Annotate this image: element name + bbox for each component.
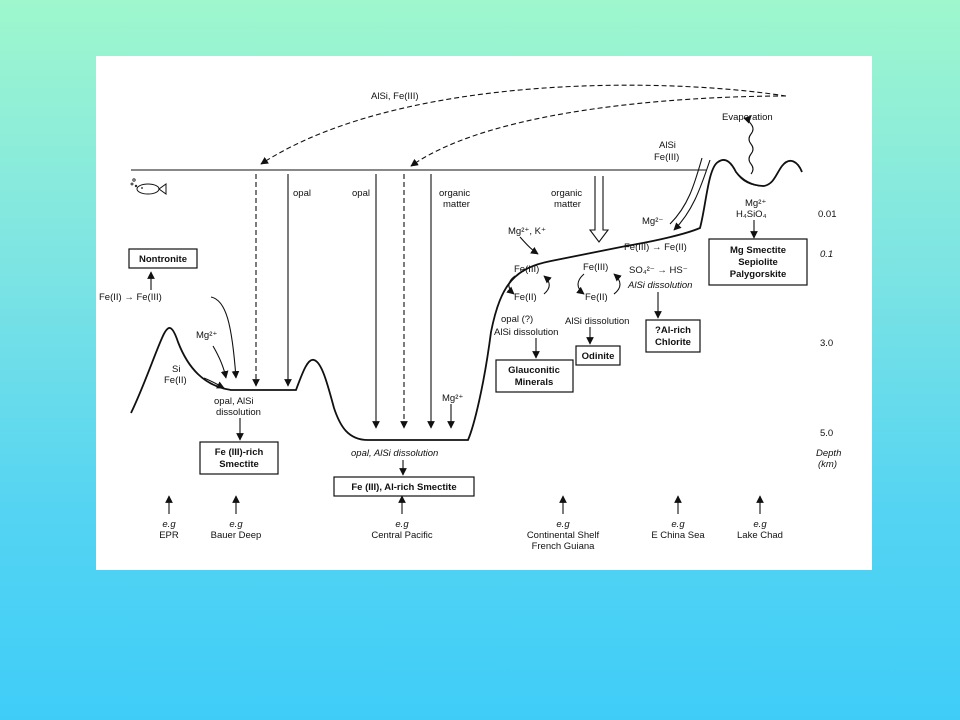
svg-text:Odinite: Odinite (582, 351, 615, 362)
top-dashed-arrow-1 (260, 84, 787, 165)
clay-mineral-formation-diagram: AlSi, Fe(III) Evaporation AlSi Fe(III) M… (99, 84, 841, 552)
evaporation-label: Evaporation (722, 112, 773, 123)
svg-text:e.g: e.g (395, 519, 409, 530)
svg-text:Nontronite: Nontronite (139, 254, 187, 265)
mg-shelf-label: Mg²⁻ (642, 216, 663, 227)
fe-shelf-label: Fe(III) → Fe(II) (624, 242, 687, 253)
svg-text:Central Pacific: Central Pacific (371, 530, 432, 541)
alsi-diss-italic: AlSi dissolution (627, 280, 692, 291)
fe-cycle-a-arrow-r (543, 275, 552, 295)
svg-text:Fe (III)-rich: Fe (III)-rich (215, 447, 264, 458)
fe-cycle-b-top: Fe(III) (583, 262, 608, 273)
organic-hollow-arrow (588, 176, 610, 243)
alsi-diss-1: AlSi dissolution (494, 327, 558, 338)
depth-label: Depth (816, 448, 841, 459)
river-alsi: AlSi (659, 140, 676, 151)
mg-pac-label: Mg²⁺ (442, 393, 463, 404)
top-dashed-arrow-2 (410, 95, 787, 167)
mineral-box-mg-smectite: Mg Smectite Sepiolite Palygorskite (708, 238, 808, 286)
mg-ridge-arrow (212, 345, 229, 379)
svg-text:e.g: e.g (229, 519, 243, 530)
top-arrow-label: AlSi, Fe(III) (371, 91, 419, 102)
evaporation-arrow (743, 115, 754, 175)
fish-icon (130, 178, 167, 195)
example-e-china-sea: e.g E China Sea (651, 495, 705, 541)
svg-text:EPR: EPR (159, 530, 179, 541)
organic-label-2a: organic (551, 188, 582, 199)
lake-h4sio4: H₄SiO₄ (736, 209, 767, 220)
fe-cycle-b-arrow-l (576, 273, 585, 295)
depth-50: 5.0 (820, 428, 833, 439)
svg-text:Smectite: Smectite (219, 459, 259, 470)
svg-text:e.g: e.g (162, 519, 176, 530)
fe-ridge-arrow (210, 296, 240, 379)
depth-01: 0.1 (820, 249, 833, 260)
mg-k-label: Mg²⁺, K⁺ (508, 226, 546, 237)
lagoon-profile (735, 165, 783, 187)
seafloor-profile (130, 159, 803, 441)
opal-alsi-pac-label: opal, AlSi dissolution (351, 448, 438, 459)
example-epr: e.g EPR (159, 495, 179, 541)
fe-cycle-b-arrow-r (613, 273, 622, 295)
opal-label-1: opal (293, 188, 311, 199)
svg-text:French Guiana: French Guiana (532, 541, 596, 552)
fe-cycle-a-bottom: Fe(II) (514, 292, 537, 303)
svg-text:?Al-rich: ?Al-rich (655, 325, 691, 336)
opal-q-label: opal (?) (501, 314, 533, 325)
opal-label-2: opal (352, 188, 370, 199)
svg-text:Glauconitic: Glauconitic (508, 365, 560, 376)
example-continental-shelf: e.g Continental Shelf French Guiana (527, 495, 600, 552)
lake-mg: Mg²⁺ (745, 198, 766, 209)
opal-alsi-label: opal, AlSi (214, 396, 254, 407)
mineral-box-nontronite: Nontronite (128, 248, 198, 269)
example-central-pacific: e.g Central Pacific (371, 495, 433, 541)
mineral-box-glauconitic: Glauconitic Minerals (495, 359, 574, 393)
so4-hs-label: SO₄²⁻ → HS⁻ (629, 265, 688, 276)
river-arrow (669, 157, 703, 225)
svg-text:Sepiolite: Sepiolite (738, 257, 778, 268)
svg-text:Continental Shelf: Continental Shelf (527, 530, 600, 541)
organic-label-1b: matter (443, 199, 470, 210)
depth-unit: (km) (818, 459, 837, 470)
organic-label-1a: organic (439, 188, 470, 199)
depth-30: 3.0 (820, 338, 833, 349)
svg-text:Bauer Deep: Bauer Deep (211, 530, 262, 541)
fe-cycle-b-bottom: Fe(II) (585, 292, 608, 303)
fe-cycle-a-top: Fe(III) (514, 264, 539, 275)
dissolution-label: dissolution (216, 407, 261, 418)
river-fe3: Fe(III) (654, 152, 679, 163)
mineral-box-al-chlorite: ?Al-rich Chlorite (645, 319, 701, 353)
fe2-ridge-label: Fe(II) (164, 375, 187, 386)
river-arrow-2 (673, 159, 711, 231)
si-label: Si (172, 364, 180, 375)
example-lake-chad: e.g Lake Chad (737, 495, 783, 541)
svg-text:Lake Chad: Lake Chad (737, 530, 783, 541)
mg-k-arrow (519, 236, 539, 255)
svg-text:e.g: e.g (753, 519, 767, 530)
svg-text:Fe (III), Al-rich Smectite: Fe (III), Al-rich Smectite (351, 482, 456, 493)
example-bauer-deep: e.g Bauer Deep (211, 495, 262, 541)
svg-text:e.g: e.g (556, 519, 570, 530)
svg-text:e.g: e.g (671, 519, 685, 530)
mineral-box-fe3-al-smectite: Fe (III), Al-rich Smectite (333, 476, 475, 497)
svg-text:Palygorskite: Palygorskite (730, 269, 787, 280)
fe-cycle-a-arrow-l (506, 275, 516, 295)
fe-ridge-label: Fe(II) → Fe(III) (99, 292, 162, 303)
mineral-box-fe3-smectite: Fe (III)-rich Smectite (199, 441, 279, 475)
mg-ridge-label: Mg²⁺ (196, 330, 217, 341)
mineral-box-odinite: Odinite (575, 345, 621, 366)
figure-panel: AlSi, Fe(III) Evaporation AlSi Fe(III) M… (96, 56, 872, 570)
si-arrow (203, 377, 225, 389)
svg-text:Chlorite: Chlorite (655, 337, 691, 348)
alsi-diss-2: AlSi dissolution (565, 316, 629, 327)
svg-text:Mg Smectite: Mg Smectite (730, 245, 786, 256)
svg-text:E China Sea: E China Sea (651, 530, 705, 541)
depth-001: 0.01 (818, 209, 837, 220)
organic-label-2b: matter (554, 199, 581, 210)
svg-text:Minerals: Minerals (515, 377, 554, 388)
